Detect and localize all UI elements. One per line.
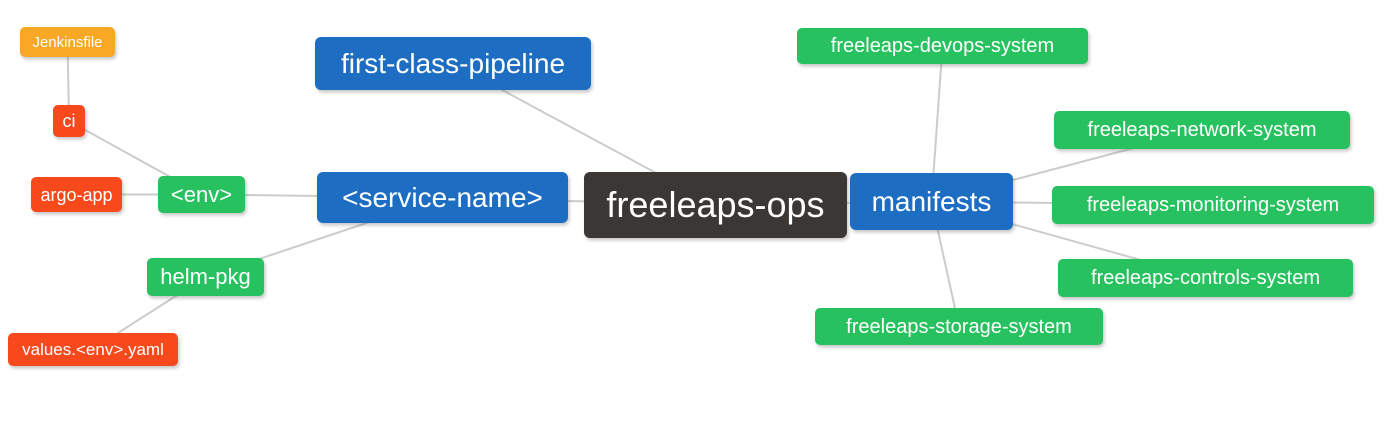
node-service-name[interactable]: <service-name> [317,172,568,223]
node-freeleaps-ops[interactable]: freeleaps-ops [584,172,847,238]
node-argo-app[interactable]: argo-app [31,177,122,212]
node-freeleaps-storage-system-label: freeleaps-storage-system [846,315,1072,338]
node-helm-pkg[interactable]: helm-pkg [147,258,264,296]
node-freeleaps-network-system-label: freeleaps-network-system [1087,119,1317,141]
node-freeleaps-devops-system[interactable]: freeleaps-devops-system [797,28,1088,64]
node-env-label: <env> [170,181,233,207]
node-helm-pkg-label: helm-pkg [160,264,251,289]
node-env[interactable]: <env> [158,176,245,213]
node-freeleaps-monitoring-system-label: freeleaps-monitoring-system [1086,194,1340,216]
node-freeleaps-monitoring-system[interactable]: freeleaps-monitoring-system [1052,186,1374,224]
node-ci[interactable]: ci [53,105,85,137]
node-jenkinsfile-label: Jenkinsfile [32,33,103,51]
node-ci-label: ci [62,111,76,131]
node-manifests[interactable]: manifests [850,173,1013,230]
node-values-env-yaml-label: values.<env>.yaml [22,340,164,359]
node-values-env-yaml[interactable]: values.<env>.yaml [8,333,178,366]
node-freeleaps-controls-system-label: freeleaps-controls-system [1091,267,1320,289]
node-freeleaps-network-system[interactable]: freeleaps-network-system [1054,111,1350,149]
node-freeleaps-controls-system[interactable]: freeleaps-controls-system [1058,259,1353,297]
node-manifests-label: manifests [871,185,992,217]
node-freeleaps-ops-label: freeleaps-ops [606,184,825,225]
node-freeleaps-storage-system[interactable]: freeleaps-storage-system [815,308,1103,345]
node-freeleaps-devops-system-label: freeleaps-devops-system [830,35,1055,57]
node-service-name-label: <service-name> [342,181,543,213]
node-jenkinsfile[interactable]: Jenkinsfile [20,27,115,57]
node-argo-app-label: argo-app [40,184,113,205]
node-first-class-pipeline-label: first-class-pipeline [340,47,566,79]
node-first-class-pipeline[interactable]: first-class-pipeline [315,37,591,90]
